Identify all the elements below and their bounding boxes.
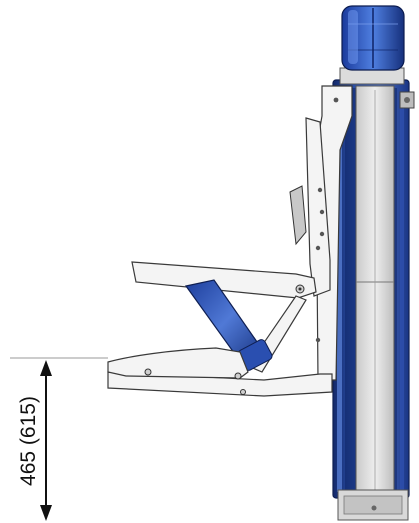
hinge-bolt-low bbox=[240, 389, 246, 395]
linear-actuator bbox=[184, 279, 273, 371]
carriage-bolt-top bbox=[333, 97, 339, 103]
dimension-label: 465 (615) bbox=[17, 396, 40, 486]
post-bolt-4 bbox=[315, 245, 321, 251]
motor-unit bbox=[341, 5, 405, 71]
seat-pad bbox=[107, 347, 249, 379]
post-bolt-1 bbox=[317, 187, 323, 193]
dimension-arrow-head-top bbox=[40, 360, 52, 376]
base-inner-plate bbox=[343, 495, 403, 515]
post-bracket bbox=[289, 185, 307, 246]
seat-pivot-center bbox=[298, 287, 302, 291]
dimension-arrow-head-bottom bbox=[40, 505, 52, 521]
backrest-post bbox=[305, 117, 331, 297]
lower-arm bbox=[107, 371, 333, 397]
bracket-bolt bbox=[404, 97, 410, 103]
post-bolt-2 bbox=[319, 209, 325, 215]
lift-column bbox=[332, 5, 415, 521]
hinge-bolt-mid bbox=[234, 372, 242, 380]
base-bolt bbox=[371, 505, 377, 511]
carriage-bolt-low bbox=[315, 337, 321, 343]
seat-carriage bbox=[107, 85, 353, 397]
height-dimension: 465 (615) bbox=[10, 357, 108, 521]
post-bolt-3 bbox=[319, 231, 325, 237]
hinge-bolt-left bbox=[144, 368, 152, 376]
column-highlight-right bbox=[400, 92, 404, 492]
seat-upper-plate bbox=[131, 261, 317, 299]
column-highlight-left bbox=[337, 92, 342, 492]
